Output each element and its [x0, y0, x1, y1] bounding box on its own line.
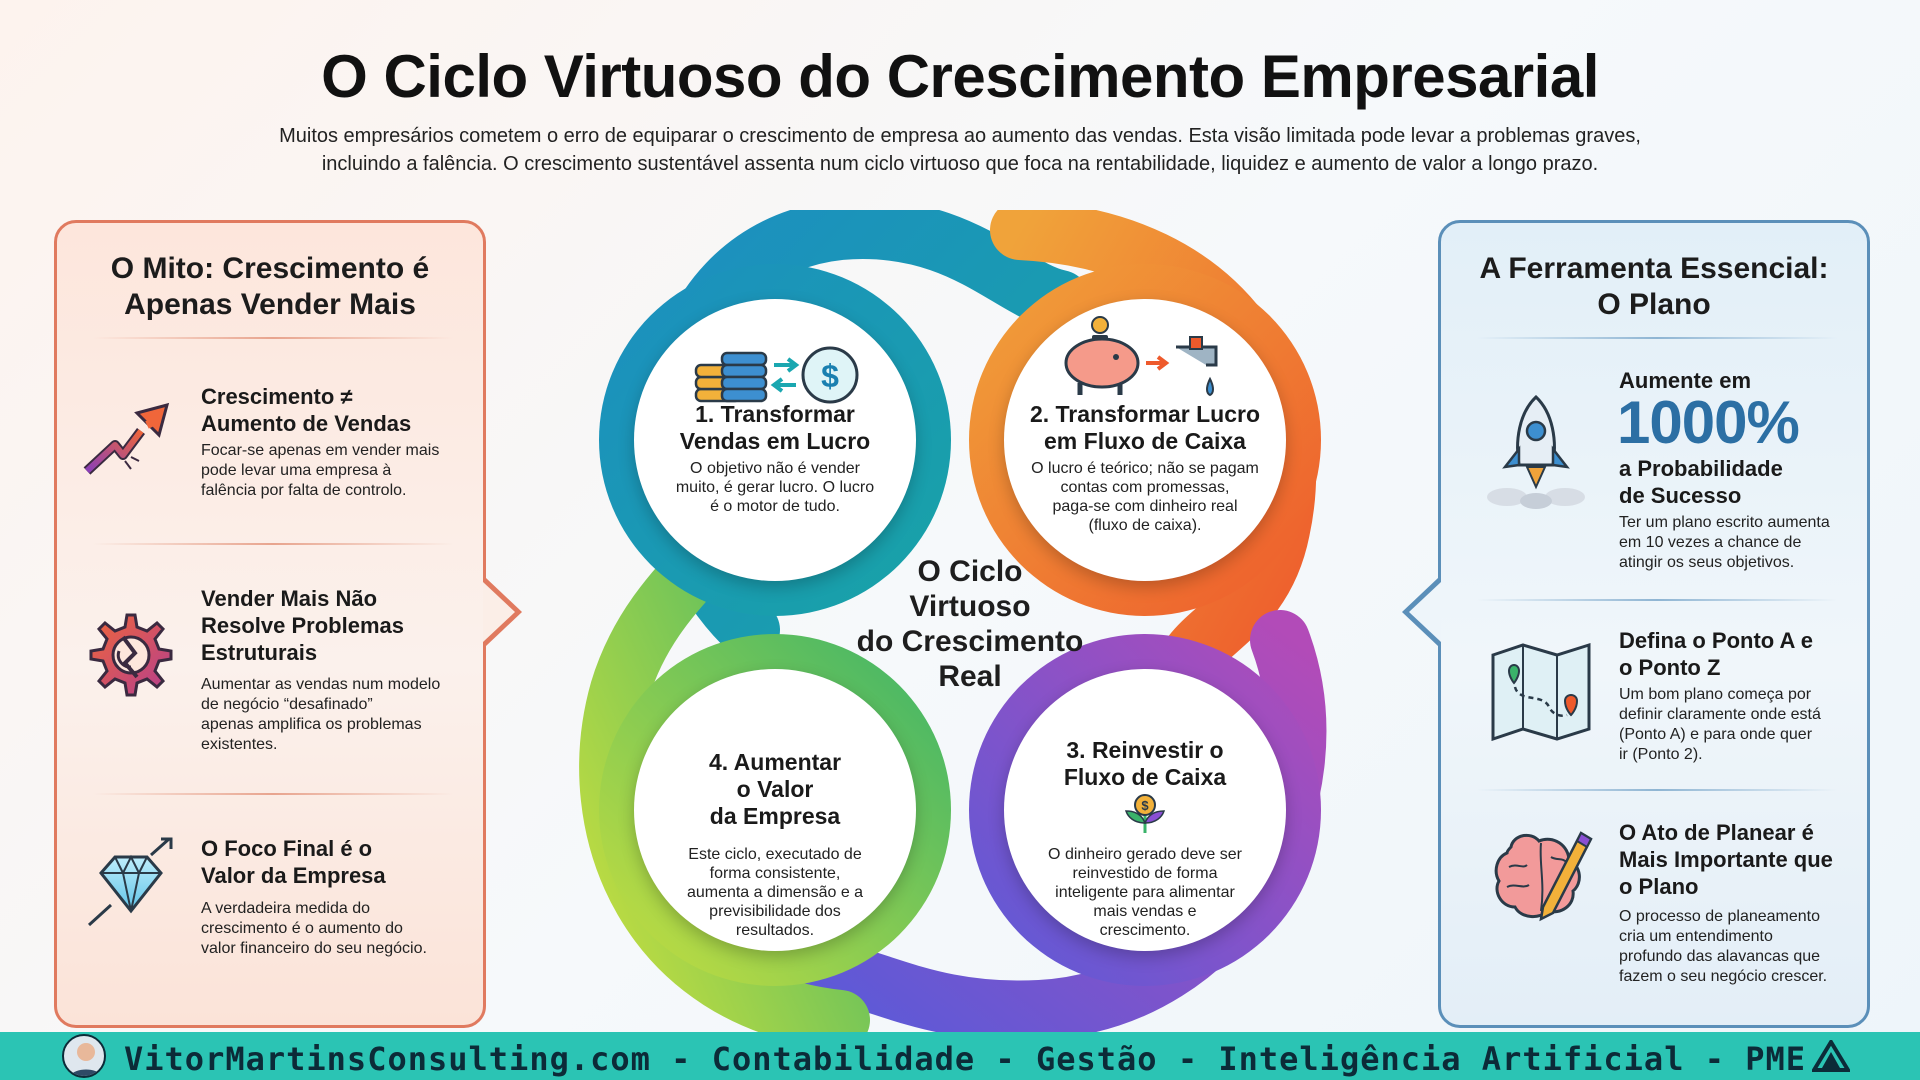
map-icon [1489, 641, 1593, 746]
page-title: O Ciclo Virtuoso do Crescimento Empresar… [321, 43, 1599, 110]
plan-panel: A Ferramenta Essencial: O Plano Aumente … [1438, 220, 1870, 1028]
myth-item-head: Vender Mais Não Resolve Problemas Estrut… [201, 586, 404, 665]
cycle-step-3: 3. Reinvestir o Fluxo de Caixa $ O dinhe… [1004, 669, 1286, 951]
coins-exchange-icon: $ [692, 335, 862, 420]
plan-item-head: Aumente em [1619, 368, 1752, 393]
svg-text:$: $ [1141, 798, 1149, 813]
divider [93, 337, 453, 339]
plan-panel-title: A Ferramenta Essencial: O Plano [1479, 252, 1829, 321]
left-panel-pointer-inner [483, 582, 515, 642]
myth-item-text: A verdadeira medida do crescimento é o a… [201, 900, 427, 957]
divider [1477, 789, 1837, 791]
avatar [62, 1034, 106, 1078]
myth-item-head: Crescimento ≠ Aumento de Vendas [201, 384, 412, 436]
footer-link[interactable]: VitorMartinsConsulting.com - Contabilida… [124, 1040, 1807, 1078]
broken-arrow-icon [81, 391, 177, 492]
plan-item-text: Ter um plano escrito aumenta em 10 vezes… [1619, 514, 1830, 571]
plan-item-text: O processo de planeamento cria um entend… [1619, 908, 1828, 985]
plan-item-head: Defina o Ponto A e o Ponto Z [1619, 628, 1813, 680]
footer-bar [0, 1032, 1920, 1080]
plan-item-head: a Probabilidade de Sucesso [1619, 456, 1783, 508]
cycle-step-1: $ 1. Transformar Vendas em Lucro O objet… [634, 299, 916, 581]
piggy-bank-tap-icon [1056, 307, 1236, 422]
divider [1477, 599, 1837, 601]
cycle-step-2: 2. Transformar Lucro em Fluxo de Caixa O… [1004, 299, 1286, 581]
myth-item-head: O Foco Final é o Valor da Empresa [201, 836, 386, 888]
myth-panel: O Mito: Crescimento é Apenas Vender Mais… [54, 220, 486, 1028]
success-percentage: 1000% [1617, 389, 1800, 456]
svg-text:$: $ [821, 358, 839, 394]
cycle-step-4: 4. Aumentar o Valor da Empresa Este cicl… [634, 669, 916, 951]
brain-pencil-icon [1487, 823, 1595, 932]
broken-gear-icon [79, 607, 175, 708]
money-plant-icon: $ [1120, 793, 1170, 842]
divider [93, 793, 453, 795]
cycle-center-label: O Ciclo Virtuoso do Crescimento Real [856, 555, 1084, 693]
plan-item-text: Um bom plano começa por definir claramen… [1619, 686, 1821, 763]
plan-item-head: O Ato de Planear é Mais Importante que o… [1619, 820, 1833, 899]
right-panel-pointer-inner [1409, 582, 1441, 642]
divider [1477, 337, 1837, 339]
myth-item-text: Aumentar as vendas num modelo de negócio… [201, 676, 441, 753]
divider [93, 543, 453, 545]
myth-item-text: Focar-se apenas em vender mais pode leva… [201, 442, 440, 499]
rocket-icon [1481, 391, 1591, 516]
brand-logo-icon [1810, 1038, 1852, 1077]
page-subtitle: Muitos empresários cometem o erro de equ… [279, 125, 1641, 175]
myth-panel-title: O Mito: Crescimento é Apenas Vender Mais [110, 252, 430, 321]
diamond-icon [81, 833, 181, 938]
